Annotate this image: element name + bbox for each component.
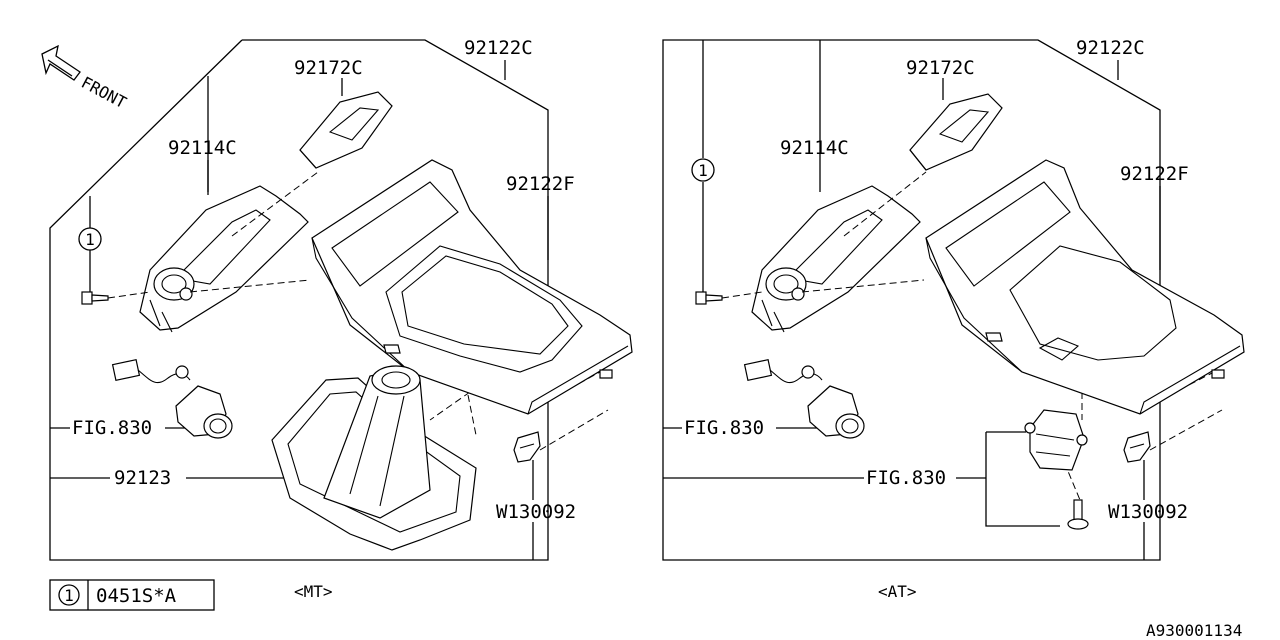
legend-table: 1 0451S*A (49, 579, 215, 611)
mt-callout-circle (78, 227, 102, 251)
front-label: FRONT (78, 73, 130, 113)
at-screw-icon (1067, 499, 1089, 530)
mt-switch-assembly (111, 358, 233, 439)
at-label-92122c: 92122C (1076, 37, 1145, 59)
at-part-92172c (909, 93, 1003, 171)
at-part-92122f (925, 159, 1245, 415)
at-part-92114c (751, 185, 921, 333)
at-bolt-icon (695, 291, 723, 305)
label-92122f: 92122F (506, 173, 575, 195)
legend-part: 0451S*A (96, 585, 177, 607)
at-label-fig830-a: FIG.830 (684, 417, 764, 439)
at-callout-number: 1 (698, 161, 708, 180)
at-label-92114c: 92114C (780, 137, 849, 159)
at-clip-w130092 (1123, 431, 1151, 463)
label-w130092: W130092 (496, 501, 576, 523)
at-label-92172c: 92172C (906, 57, 975, 79)
mt-panel: 1 (49, 37, 633, 601)
at-label-w130092: W130092 (1108, 501, 1188, 523)
part-92122f (311, 159, 633, 415)
at-callout-circle (691, 158, 715, 182)
at-caption: <AT> (878, 582, 917, 601)
front-arrow-icon (41, 44, 81, 81)
at-shift-switch (1024, 409, 1088, 471)
label-fig830: FIG.830 (72, 417, 152, 439)
label-92122c: 92122C (464, 37, 533, 59)
diagram-id: A930001134 (1146, 621, 1242, 640)
at-switch-assembly (743, 358, 865, 439)
mt-callout-number: 1 (85, 230, 95, 249)
at-panel: 1 (662, 37, 1245, 601)
label-92114c: 92114C (168, 137, 237, 159)
label-92123: 92123 (114, 467, 171, 489)
at-label-fig830-b: FIG.830 (866, 467, 946, 489)
mt-bolt-icon (81, 291, 109, 305)
label-92172c: 92172C (294, 57, 363, 79)
part-92114c (139, 185, 309, 333)
mt-panel-outline (49, 39, 549, 561)
at-label-92122f: 92122F (1120, 163, 1189, 185)
mt-caption: <MT> (294, 582, 333, 601)
part-92172c (299, 91, 393, 169)
part-92123 (271, 365, 477, 551)
legend-number: 1 (64, 586, 74, 605)
mt-clip-w130092 (513, 431, 541, 463)
